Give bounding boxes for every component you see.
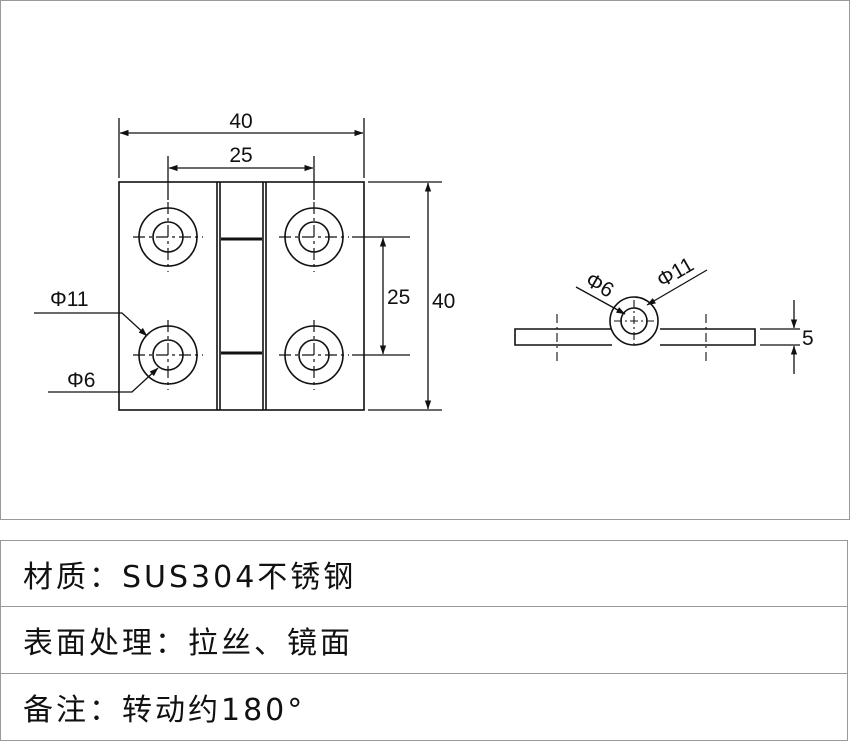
- side-plate-right: [660, 328, 756, 346]
- hole-top-right: [279, 202, 349, 272]
- spec-surface-text: 表面处理：拉丝、镜面: [23, 626, 353, 661]
- dim-text-hole-spacing-width: 25: [229, 144, 252, 167]
- dim-text-hole: Φ6: [67, 369, 95, 392]
- hinge-outline: [118, 181, 365, 411]
- leader-knuckle: [646, 269, 708, 306]
- dim-text-thickness: 5: [802, 327, 814, 350]
- dim-text-overall-width: 40: [229, 110, 252, 133]
- front-view: [34, 118, 442, 411]
- dim-text-knuckle: Φ11: [653, 253, 698, 292]
- dim-text-overall-height: 40: [432, 290, 455, 313]
- spec-row-surface: 表面处理：拉丝、镜面: [0, 606, 848, 674]
- side-plate-left: [514, 328, 612, 346]
- hinge-technical-drawing: 40 25 25 40 Φ11 Φ6 Φ6 Φ11 5: [34, 110, 814, 411]
- dim-text-hole-spacing-height: 25: [387, 286, 410, 309]
- hole-top-left: [133, 202, 203, 272]
- leader-counterbore: [34, 312, 148, 337]
- spec-row-material: 材质：SUS304不锈钢: [0, 540, 848, 607]
- hole-bottom-left: [133, 320, 203, 390]
- side-view: [514, 269, 800, 374]
- hole-bottom-right: [279, 320, 349, 390]
- leader-hole: [48, 367, 159, 393]
- dim-text-pin-hole: Φ6: [582, 268, 618, 302]
- spec-note-text: 备注：转动约180°: [23, 693, 306, 728]
- leader-pin-hole: [575, 286, 626, 315]
- dim-text-counterbore: Φ11: [50, 288, 89, 311]
- spec-material-text: 材质：SUS304不锈钢: [23, 559, 357, 595]
- spec-row-note: 备注：转动约180°: [0, 673, 848, 741]
